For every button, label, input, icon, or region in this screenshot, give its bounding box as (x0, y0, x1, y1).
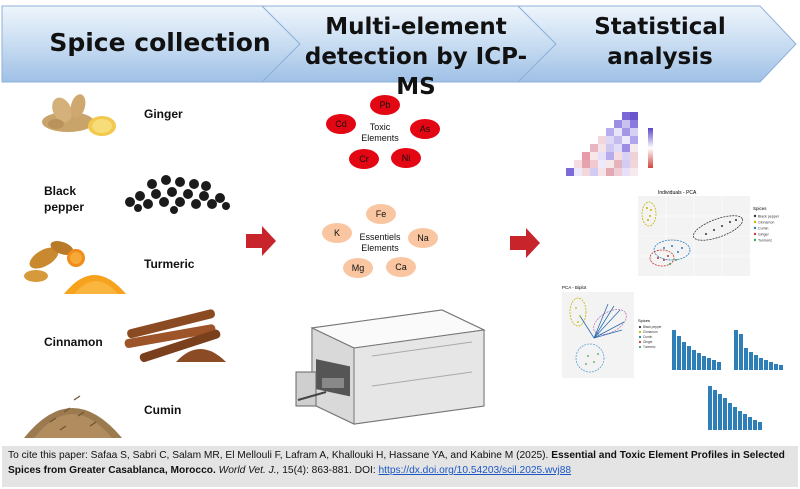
icp-ms-instrument-image (295, 309, 486, 425)
step-title-icp-ms-line1: Multi-element (325, 14, 507, 40)
citation-title: Essential and Toxic Element Profiles in … (8, 450, 785, 476)
toxic-title-line2: Elements (361, 133, 399, 143)
black-pepper-image (125, 175, 230, 214)
step-title-statistical-analysis: Statistical analysis (560, 12, 760, 72)
step-title-statistical-line2: analysis (607, 44, 713, 70)
step-title-spice-collection: Spice collection (49, 28, 271, 57)
biplot-legend-cumin: Cumin (643, 335, 652, 339)
label-black-pepper-line2: pepper (44, 200, 85, 214)
step-title-statistical-line1: Statistical (594, 14, 726, 40)
label-ginger: Ginger (144, 107, 183, 121)
label-black-pepper: Black pepper (44, 183, 84, 215)
pca-title: Individuals - PCA (658, 190, 697, 196)
pca-legend-turmeric: Turmeric (758, 239, 772, 243)
cinnamon-image (124, 309, 226, 363)
citation-prefix: To cite this paper: Safaa S, Sabri C, Sa… (8, 450, 552, 461)
pca-legend-cinnamon: Cinnamon (758, 221, 774, 225)
essential-title-line1: Essentiels (359, 232, 401, 242)
biplot-legend-cinnamon: Cinnamon (643, 330, 658, 334)
step-title-icp-ms-line2: detection by ICP-MS (304, 44, 528, 100)
toxic-elements-title: Toxic Elements (350, 122, 410, 144)
pca-legend-title: Spices (753, 206, 767, 211)
ginger-image (42, 94, 116, 136)
step-title-icp-ms: Multi-element detection by ICP-MS (298, 12, 534, 102)
essential-element-na: Na (408, 228, 438, 248)
label-black-pepper-line1: Black (44, 184, 77, 198)
toxic-element-cr: Cr (349, 149, 379, 169)
toxic-title-line1: Toxic (369, 122, 391, 132)
toxic-element-pb: Pb (370, 95, 400, 115)
essential-element-mg: Mg (343, 258, 373, 278)
bar-chart-thumbnail-2 (730, 322, 788, 374)
essential-element-fe: Fe (366, 204, 396, 224)
essential-element-k: K (322, 223, 352, 243)
biplot-legend-ginger: Ginger (643, 340, 654, 344)
biplot-legend-title: Spices (638, 318, 650, 323)
citation-box: To cite this paper: Safaa S, Sabri C, Sa… (2, 446, 798, 487)
toxic-element-as: As (410, 119, 440, 139)
label-turmeric: Turmeric (144, 257, 195, 271)
bar-chart-thumbnail-1 (668, 322, 726, 374)
essential-element-ca: Ca (386, 257, 416, 277)
biplot-title: PCA - Biplot (562, 285, 587, 290)
pca-legend-cumin: Cumin (758, 227, 768, 231)
correlation-heatmap (560, 108, 666, 190)
heatmap-cells (566, 112, 638, 176)
arrow-right-icon (510, 228, 540, 258)
citation-details: 15(4): 863-881. DOI: (279, 465, 379, 476)
pca-legend-black-pepper: Black pepper (758, 215, 780, 219)
citation-journal: World Vet. J., (218, 465, 280, 476)
toxic-element-ni: Ni (391, 148, 421, 168)
arrow-right-icon (246, 226, 276, 256)
toxic-element-cd: Cd (326, 114, 356, 134)
label-cinnamon: Cinnamon (44, 335, 103, 349)
pca-biplot: PCA - Biplot Spices Black pepper Cinnamo… (550, 282, 672, 384)
cumin-image (24, 395, 122, 438)
banner-chevron-3 (516, 5, 797, 83)
essential-title-line2: Elements (361, 243, 399, 253)
process-banner (1, 5, 797, 83)
biplot-legend-black-pepper: Black pepper (643, 325, 663, 329)
label-cumin: Cumin (144, 403, 182, 417)
pca-legend-ginger: Ginger (758, 233, 770, 237)
citation-doi-link[interactable]: https://dx.doi.org/10.54203/scil.2025.wv… (378, 465, 572, 476)
pca-individuals-plot: Individuals - PCA Spices Black pepper Ci… (622, 186, 798, 288)
bar-chart-thumbnail-3 (704, 378, 766, 434)
turmeric-image (24, 241, 126, 294)
essential-elements-title: Essentiels Elements (345, 232, 415, 254)
biplot-legend-turmeric: Turmeric (643, 345, 656, 349)
